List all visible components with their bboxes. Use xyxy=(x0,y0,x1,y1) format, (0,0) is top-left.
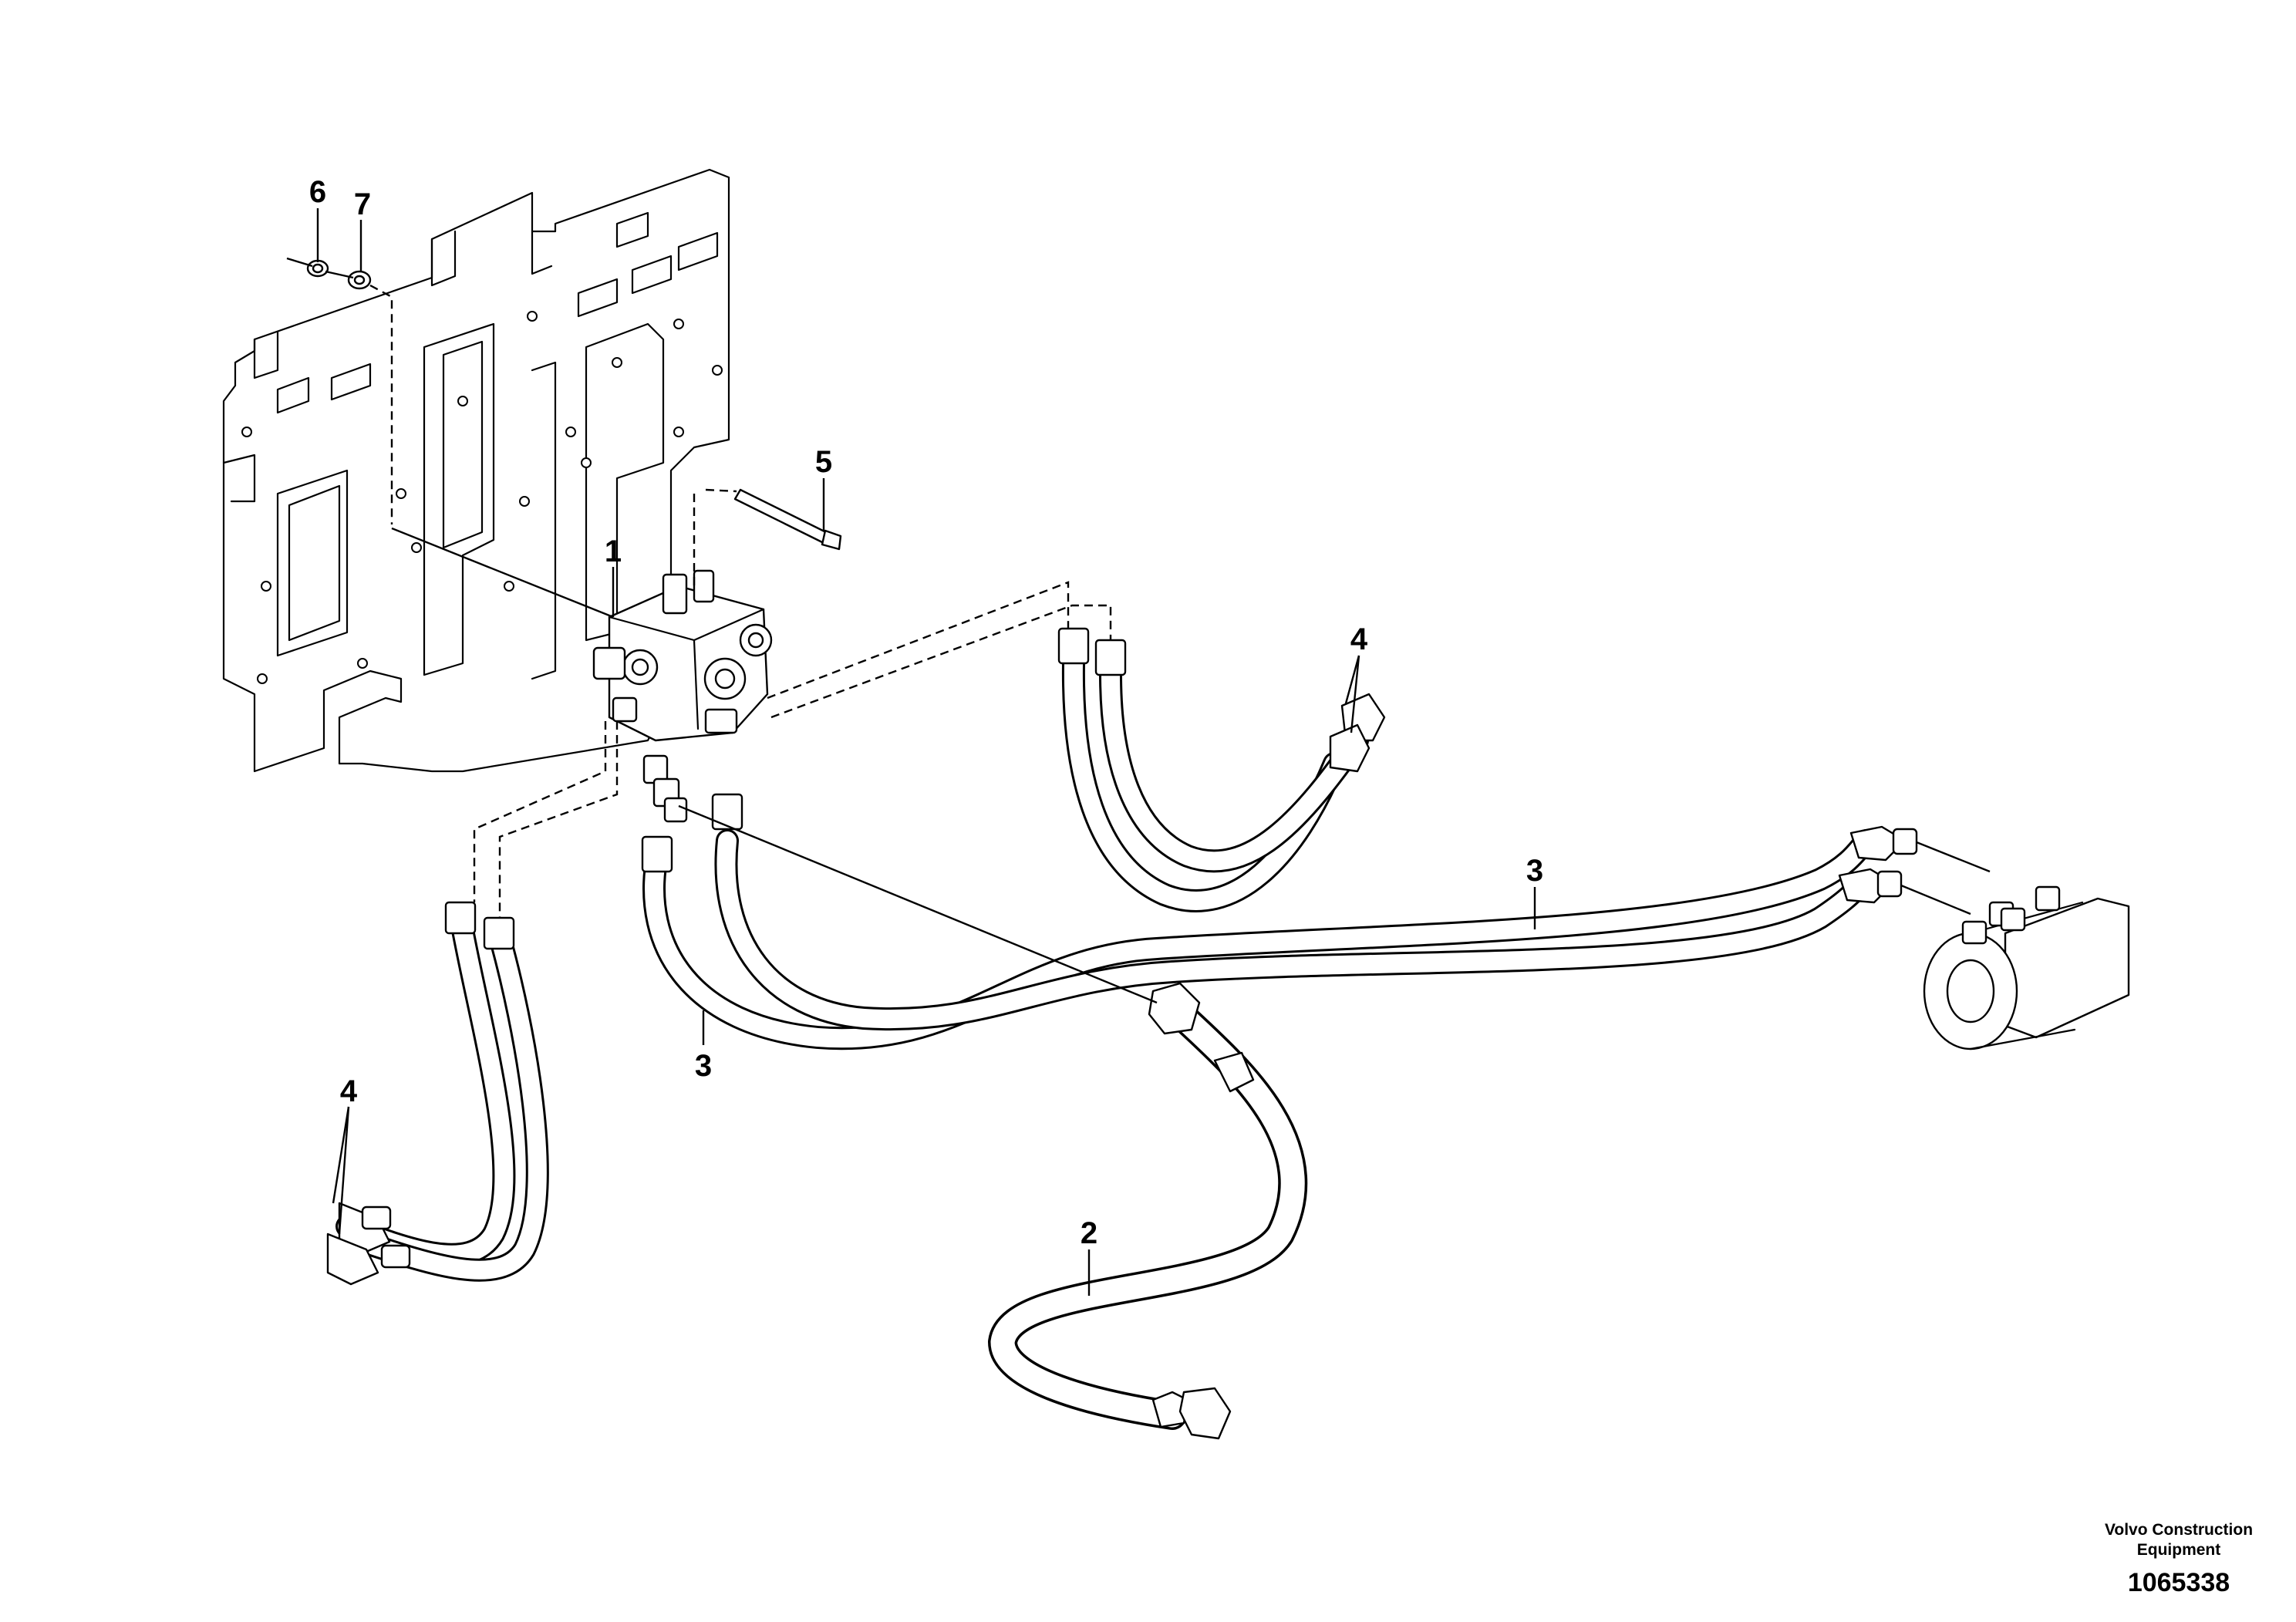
brand-line-2: Equipment xyxy=(2137,1541,2221,1559)
callout-4-right: 4 xyxy=(1350,622,1368,656)
nut-6 xyxy=(306,259,329,278)
document-number: 1065338 xyxy=(2128,1568,2230,1597)
callout-3-right: 3 xyxy=(1526,854,1543,888)
callout-5: 5 xyxy=(815,445,832,479)
bolt-5 xyxy=(733,488,842,551)
hose-pair-4-left xyxy=(326,901,549,1286)
mounting-bracket xyxy=(222,168,730,773)
callout-1: 1 xyxy=(605,534,622,568)
valve-block xyxy=(592,569,773,823)
footer: Volvo Construction Equipment 1065338 xyxy=(2105,1521,2253,1597)
callout-leaders xyxy=(316,208,1536,1296)
hydraulic-motor xyxy=(1923,885,2130,1050)
callout-2: 2 xyxy=(1081,1216,1097,1250)
callout-7: 7 xyxy=(354,187,371,221)
bracket-mounting-holes xyxy=(241,311,723,684)
hose-2 xyxy=(988,982,1308,1440)
hose-pair-4-right xyxy=(1057,627,1386,912)
washer-7 xyxy=(347,270,372,290)
connection-lines xyxy=(286,257,1991,1004)
hoses-3 xyxy=(641,793,1918,1050)
callout-3-left: 3 xyxy=(695,1049,712,1083)
callout-6: 6 xyxy=(309,175,326,209)
brand-line-1: Volvo Construction xyxy=(2105,1521,2253,1539)
callout-4-left: 4 xyxy=(340,1074,358,1108)
callout-labels: 6 7 5 1 4 4 3 3 2 xyxy=(309,175,1543,1250)
